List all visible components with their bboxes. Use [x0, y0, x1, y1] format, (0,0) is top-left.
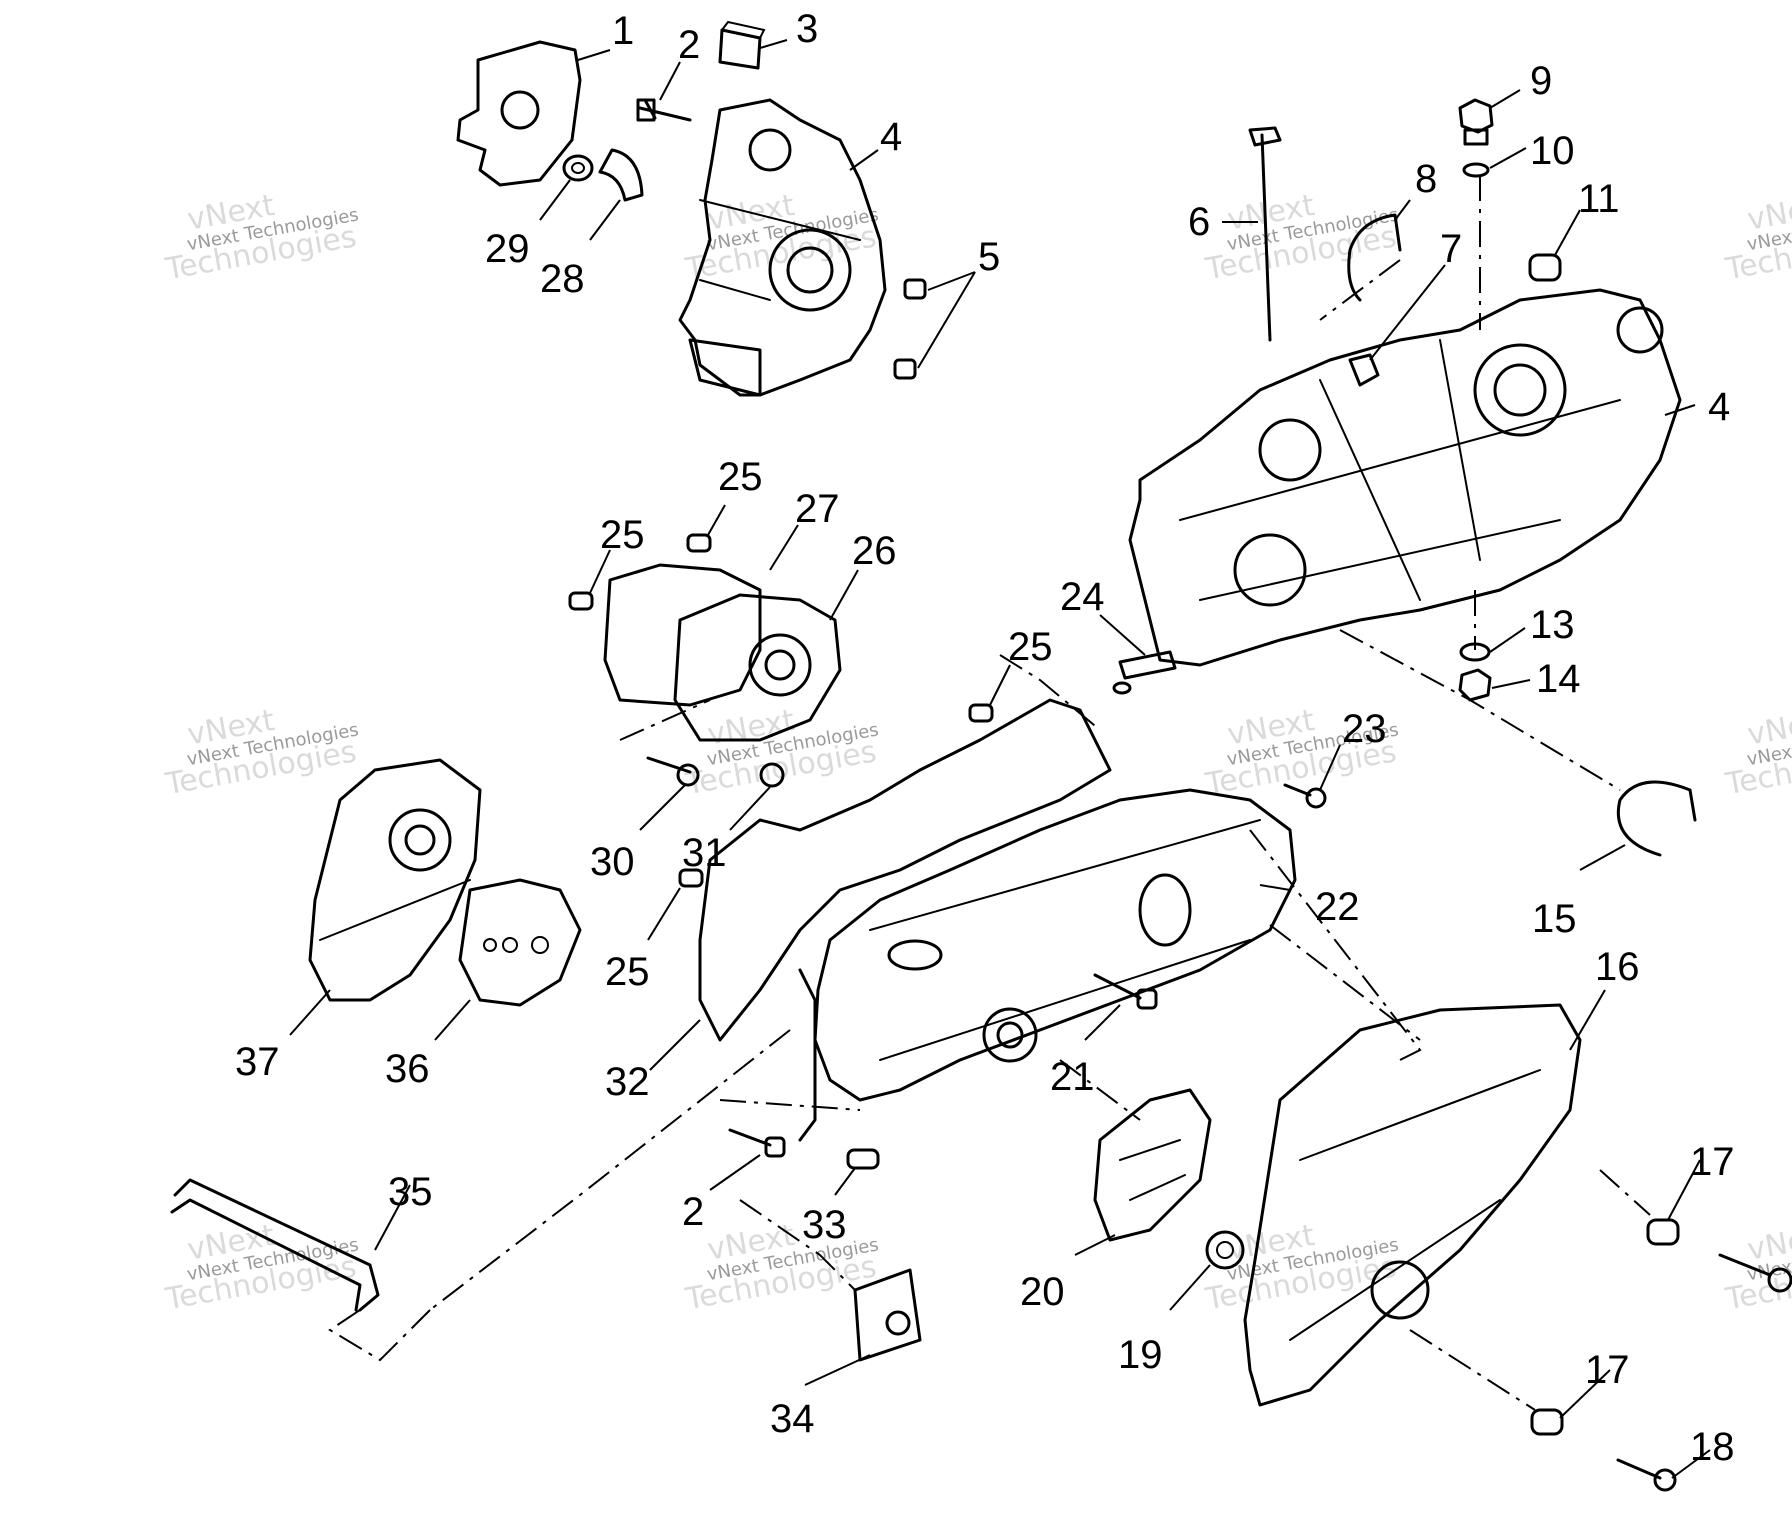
- part-breather-fitting: [1112, 650, 1177, 695]
- part-outer-cover: [1243, 1003, 1582, 1407]
- callout-37: 37: [235, 1040, 280, 1084]
- part-crankcase-right: [1128, 288, 1682, 667]
- watermark: vNext vNext Technologies Technologies: [682, 703, 880, 802]
- watermark: vNext vNext Technologies Technologies: [162, 188, 360, 287]
- part-cover-plate: [1093, 1088, 1212, 1242]
- part-o-ring: [1462, 162, 1490, 178]
- callout-1: 1: [612, 9, 634, 53]
- callout-31: 31: [682, 831, 727, 875]
- callout-25: 25: [600, 513, 645, 557]
- part-bolt: [636, 98, 692, 122]
- callout-29: 29: [485, 227, 530, 271]
- callout-34: 34: [770, 1397, 815, 1441]
- part-dowel-pin: [846, 1148, 880, 1170]
- part-screw: [1616, 1458, 1677, 1492]
- callout-23: 23: [1342, 707, 1387, 751]
- watermark: vNext vNext Technologies Technologies: [1722, 703, 1792, 802]
- callout-26: 26: [852, 529, 897, 573]
- part-dowel-pin: [968, 703, 994, 723]
- watermark: vNext vNext Technologies Technologies: [682, 1218, 880, 1317]
- part-crankcase-gasket: [698, 698, 1112, 1042]
- callout-7: 7: [1440, 227, 1462, 271]
- part-clamp: [1347, 213, 1402, 302]
- callout-10: 10: [1530, 129, 1575, 173]
- part-plate: [458, 878, 582, 1007]
- part-filler-plug: [1458, 98, 1494, 146]
- part-drain-plug: [1458, 668, 1492, 702]
- part-small-cover: [673, 593, 842, 742]
- part-bolt: [1718, 1253, 1792, 1293]
- callout-32: 32: [605, 1060, 650, 1104]
- callout-5: 5: [978, 235, 1000, 279]
- part-nut: [759, 762, 785, 788]
- part-dowel-pin: [678, 868, 704, 888]
- callout-4: 4: [880, 115, 902, 159]
- callout-25: 25: [718, 455, 763, 499]
- callouts: 1 2 3 4 5 29 28 9 10 8 11 6 7 4 25 27 25…: [235, 7, 1735, 1469]
- part-dowel-pin: [1528, 253, 1562, 282]
- callout-15: 15: [1532, 897, 1577, 941]
- callout-28: 28: [540, 257, 585, 301]
- part-small-block: [718, 20, 766, 70]
- callout-14: 14: [1536, 657, 1581, 701]
- callout-2: 2: [682, 1190, 704, 1234]
- part-bolt: [646, 756, 700, 787]
- part-pipe: [170, 1178, 380, 1312]
- part-dipstick: [1248, 126, 1282, 342]
- watermarks: vNext vNext Technologies Technologies vN…: [162, 188, 1792, 1317]
- callout-20: 20: [1020, 1270, 1065, 1314]
- callout-3: 3: [796, 7, 818, 51]
- callout-13: 13: [1530, 603, 1575, 647]
- callout-6: 6: [1188, 200, 1210, 244]
- callout-27: 27: [795, 487, 840, 531]
- callout-9: 9: [1530, 59, 1552, 103]
- callout-17: 17: [1585, 1348, 1630, 1392]
- callout-35: 35: [388, 1170, 433, 1214]
- part-circlip: [1616, 780, 1697, 857]
- callout-2: 2: [678, 23, 700, 67]
- callout-17: 17: [1690, 1140, 1735, 1184]
- part-cover-gasket: [603, 563, 762, 707]
- callout-22: 22: [1315, 885, 1360, 929]
- callout-18: 18: [1690, 1425, 1735, 1469]
- part-bolt: [1646, 1218, 1680, 1246]
- part-dowel-pin: [568, 591, 594, 611]
- assembly-lines: [328, 175, 1651, 1411]
- part-bolt: [1283, 783, 1327, 809]
- leader-lines: [289, 39, 1711, 1479]
- part-bolt: [1093, 973, 1158, 1010]
- callout-24: 24: [1060, 575, 1105, 619]
- callout-19: 19: [1118, 1333, 1163, 1377]
- watermark: vNext vNext Technologies Technologies: [162, 703, 360, 802]
- part-gasket-plate: [456, 40, 582, 187]
- callout-16: 16: [1595, 945, 1640, 989]
- callout-36: 36: [385, 1047, 430, 1091]
- callout-33: 33: [802, 1203, 847, 1247]
- part-bolt: [728, 1128, 786, 1158]
- callout-25: 25: [605, 950, 650, 994]
- callout-30: 30: [590, 840, 635, 884]
- watermark: vNext vNext Technologies Technologies: [1722, 1218, 1792, 1317]
- part-bolt: [1530, 1408, 1564, 1436]
- callout-25: 25: [1008, 625, 1053, 669]
- parts: [170, 20, 1792, 1492]
- part-drive-case: [798, 788, 1297, 1142]
- part-seal: [562, 154, 594, 182]
- callout-21: 21: [1050, 1055, 1095, 1099]
- part-crankcase-left: [678, 98, 927, 397]
- callout-11: 11: [1578, 177, 1620, 221]
- watermark: vNext vNext Technologies Technologies: [1722, 188, 1792, 287]
- watermark: vNext vNext Technologies Technologies: [162, 1218, 360, 1317]
- part-side-cover: [308, 758, 482, 1002]
- callout-8: 8: [1415, 157, 1437, 201]
- part-bracket-clip: [598, 148, 644, 202]
- part-bracket: [853, 1268, 922, 1362]
- callout-4: 4: [1708, 385, 1730, 429]
- watermark: vNext vNext Technologies Technologies: [1202, 188, 1400, 287]
- part-sensor: [1348, 353, 1380, 387]
- part-washer: [1205, 1230, 1245, 1270]
- part-dowel-pin: [686, 533, 712, 553]
